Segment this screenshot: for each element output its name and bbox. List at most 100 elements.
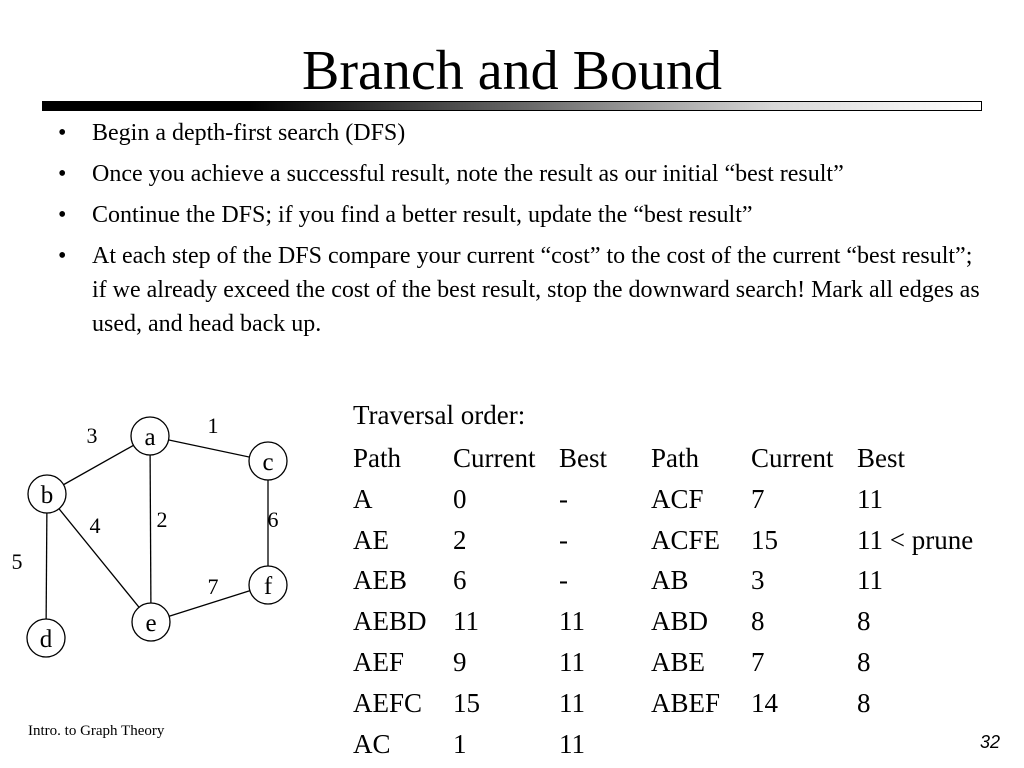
path-cell: AEB	[353, 565, 407, 596]
table-row: ABEF 14 8	[651, 683, 973, 724]
best-cell: 11	[559, 646, 585, 677]
current-cell: 2	[453, 524, 467, 555]
node-f	[248, 565, 288, 605]
bullet-marker: •	[58, 161, 67, 187]
node-a-label: a	[144, 424, 155, 451]
edge-e-f	[150, 584, 269, 623]
slide-number: 32	[979, 732, 1000, 752]
edge-weight-a-c: 1	[208, 413, 219, 438]
bullet-list: • Begin a depth-first search (DFS) • Once …	[56, 116, 986, 348]
edge-weight-b-d: 5	[12, 549, 23, 574]
current-cell: 9	[453, 646, 467, 677]
path-cell: ABD	[651, 606, 709, 637]
best-cell: 11	[559, 687, 585, 718]
edge-b-e	[46, 493, 152, 623]
node-c-label: c	[262, 449, 273, 476]
table-row: AE 2 -	[353, 520, 607, 561]
table-row: ACFE 15 11 < prune	[651, 520, 973, 561]
node-d	[26, 618, 66, 658]
table-header-row: Path Current Best	[353, 438, 607, 479]
current-cell: 1	[453, 728, 467, 759]
path-cell: AEF	[353, 646, 405, 677]
path-cell: AC	[353, 728, 391, 759]
path-cell: ACFE	[651, 524, 721, 555]
edge-weight-c-f: 6	[268, 507, 279, 532]
table-row: ACF 7 11	[651, 479, 973, 520]
best-cell: 11	[559, 728, 585, 759]
bullet-text: Once you achieve a successful result, no…	[92, 161, 844, 187]
table-row: AEBD 11 11	[353, 601, 607, 642]
header-current: Current	[751, 443, 834, 473]
edge-a-e	[149, 435, 152, 623]
current-cell: 8	[751, 606, 765, 637]
path-cell: ABEF	[651, 687, 721, 718]
path-cell: AB	[651, 565, 689, 596]
title-underline	[42, 101, 982, 111]
node-a	[130, 416, 170, 456]
edge-weight-a-e: 2	[157, 507, 168, 532]
best-cell: 11	[857, 483, 883, 514]
current-cell: 14	[751, 687, 778, 718]
header-path: Path	[651, 443, 700, 473]
best-cell: 11	[559, 606, 585, 637]
best-cell: 11	[857, 565, 883, 596]
path-cell: ABE	[651, 646, 705, 677]
table-row: AEB 6 -	[353, 560, 607, 601]
traversal-title: Traversal order:	[353, 400, 526, 430]
footer-course-title: Intro. to Graph Theory	[28, 723, 165, 739]
weighted-graph: a b c d e f 3 1 2 4 5 6 7	[12, 413, 288, 658]
edge-weight-e-f: 7	[208, 574, 219, 599]
current-cell: 7	[751, 646, 765, 677]
bullet-text: Continue the DFS; if you find a better r…	[92, 202, 753, 228]
current-cell: 15	[751, 524, 778, 555]
edge-weight-b-e: 4	[90, 513, 101, 538]
bullet-item: • Begin a depth-first search (DFS)	[56, 116, 986, 150]
best-cell: 11 < prune	[857, 524, 974, 555]
path-cell: AE	[353, 524, 389, 555]
path-cell: AEBD	[353, 606, 427, 637]
bullet-marker: •	[58, 120, 67, 146]
best-cell: 8	[857, 646, 871, 677]
table-header-row: Path Current Best	[651, 438, 973, 479]
bullet-item: • Continue the DFS; if you find a better …	[56, 198, 986, 232]
node-b-label: b	[41, 482, 54, 509]
best-cell: 8	[857, 687, 871, 718]
node-c	[248, 441, 288, 481]
edge-b-d	[45, 493, 48, 639]
node-f-label: f	[264, 573, 273, 600]
edge-a-c	[149, 435, 269, 462]
node-b	[27, 474, 67, 514]
node-e	[131, 602, 171, 642]
header-best: Best	[857, 443, 906, 473]
edge-a-b	[46, 435, 151, 495]
best-cell: -	[559, 565, 568, 596]
current-cell: 11	[453, 606, 479, 637]
traversal-table-right: Path Current Best ACF 7 11 ACFE 15 11 < prun…	[651, 438, 973, 724]
bullet-text: Begin a depth-first search (DFS)	[92, 120, 406, 146]
bullet-item: • At each step of the DFS compare your cu…	[56, 239, 986, 341]
bullet-marker: •	[58, 202, 67, 228]
path-cell: ACF	[651, 483, 704, 514]
header-path: Path	[353, 443, 402, 473]
table-row: AB 3 11	[651, 560, 973, 601]
bullet-item: • Once you achieve a successful result, n…	[56, 157, 986, 191]
path-cell: AEFC	[353, 687, 423, 718]
edge-weight-a-b: 3	[87, 423, 98, 448]
bullet-text: At each step of the DFS compare your cur…	[92, 243, 980, 337]
header-best: Best	[559, 443, 608, 473]
table-row: AEFC 15 11	[353, 683, 607, 724]
current-cell: 3	[751, 565, 765, 596]
bullet-marker: •	[58, 243, 67, 269]
current-cell: 7	[751, 483, 765, 514]
node-d-label: d	[40, 626, 53, 653]
table-row: AEF 9 11	[353, 642, 607, 683]
path-cell: A	[353, 483, 373, 514]
current-cell: 15	[453, 687, 480, 718]
current-cell: 0	[453, 483, 467, 514]
header-current: Current	[453, 443, 536, 473]
best-cell: -	[559, 524, 568, 555]
current-cell: 6	[453, 565, 467, 596]
